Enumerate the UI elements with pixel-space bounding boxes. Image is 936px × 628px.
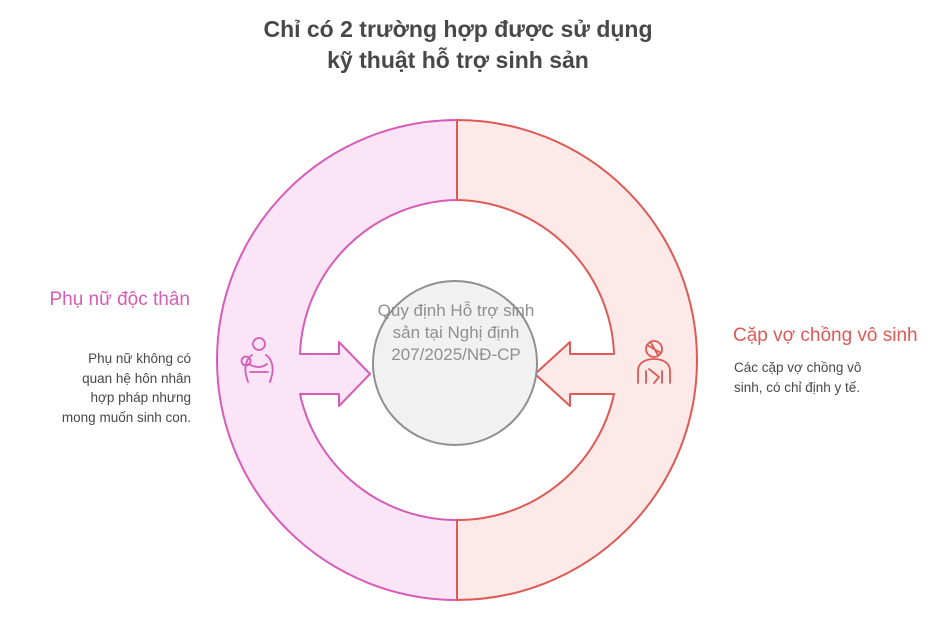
page-title: Chỉ có 2 trường hợp được sử dụng kỹ thuậ…	[168, 14, 748, 76]
infertile-couples-description: Các cặp vợ chồng vô sinh, có chỉ định y …	[734, 360, 862, 395]
woman-with-baby-icon	[240, 337, 274, 383]
title-line-2: kỹ thuật hỗ trợ sinh sản	[327, 47, 589, 73]
right-half-ring	[456, 119, 698, 601]
infertile-couples-heading: Cặp vợ chồng vô sinh	[733, 325, 918, 346]
center-circle	[372, 280, 538, 446]
single-women-description: Phụ nữ không có quan hệ hôn nhân hợp phá…	[61, 351, 191, 425]
center-label: Quy định Hỗ trợ sinh sản tại Nghị định 2…	[377, 301, 535, 364]
title-line-1: Chỉ có 2 trường hợp được sử dụng	[263, 16, 653, 42]
injured-person-icon	[637, 340, 671, 384]
left-half-ring	[216, 119, 458, 601]
single-women-heading: Phụ nữ độc thân	[49, 289, 190, 310]
